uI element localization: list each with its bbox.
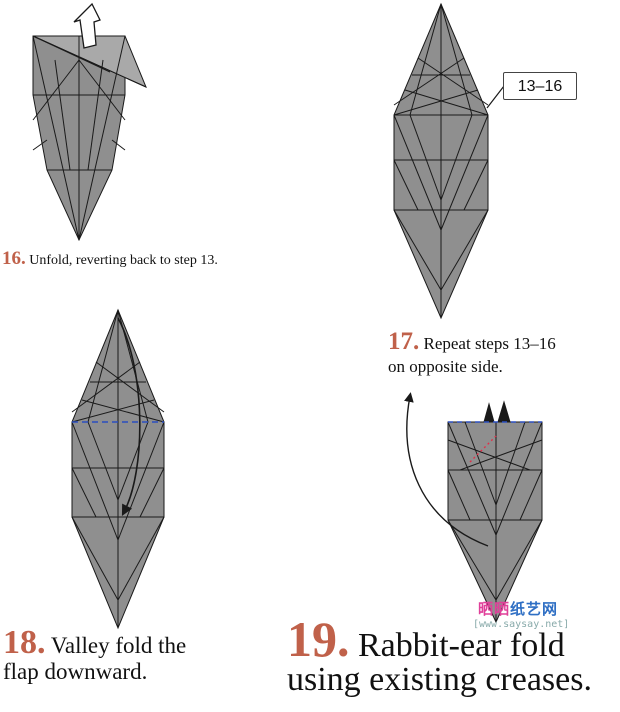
watermark-pink: 晒晒	[478, 600, 511, 618]
step18-text-line2: flap downward.	[3, 659, 148, 684]
step19-number: 19.	[287, 611, 350, 667]
step17-caption: 17. Repeat steps 13–16 on opposite side.	[388, 328, 556, 378]
step18-number: 18.	[3, 624, 46, 661]
step18-caption: 18. Valley fold the flap downward.	[3, 626, 187, 685]
watermark-logo: 晒晒纸艺网	[478, 598, 558, 619]
step16-unfold-arrow	[73, 2, 101, 49]
step17-number: 17.	[388, 328, 420, 355]
watermark-url: [www.saysay.net]	[473, 619, 570, 630]
step17-leader	[486, 85, 505, 109]
watermark-blue: 纸艺网	[510, 600, 559, 618]
step17-figure	[393, 2, 505, 320]
step16-number: 16.	[2, 248, 26, 269]
step16-caption: 16. Unfold, reverting back to step 13.	[2, 248, 218, 270]
step19-tip-left	[483, 402, 495, 423]
step19-tip-right	[497, 400, 511, 423]
reference-label: 13–16	[503, 72, 577, 100]
step19-figure	[404, 392, 543, 624]
step18-figure	[71, 308, 165, 630]
step17-text-line1: Repeat steps 13–16	[423, 334, 556, 353]
step19-body	[447, 421, 543, 624]
step18-text-line1: Valley fold the	[50, 633, 187, 658]
step19-text-line2: using existing creases.	[287, 661, 592, 698]
step19-mountain-line	[469, 435, 497, 463]
step16-figure	[32, 2, 147, 242]
step17-text-line2: on opposite side.	[388, 357, 503, 376]
step16-text: Unfold, reverting back to step 13.	[29, 253, 218, 268]
step19-fold-arrow	[404, 392, 489, 547]
step18-fold-arrow	[117, 317, 141, 516]
step19-text-line1: Rabbit-ear fold	[358, 627, 565, 664]
step19-caption: 19. Rabbit-ear fold using existing creas…	[287, 614, 592, 698]
